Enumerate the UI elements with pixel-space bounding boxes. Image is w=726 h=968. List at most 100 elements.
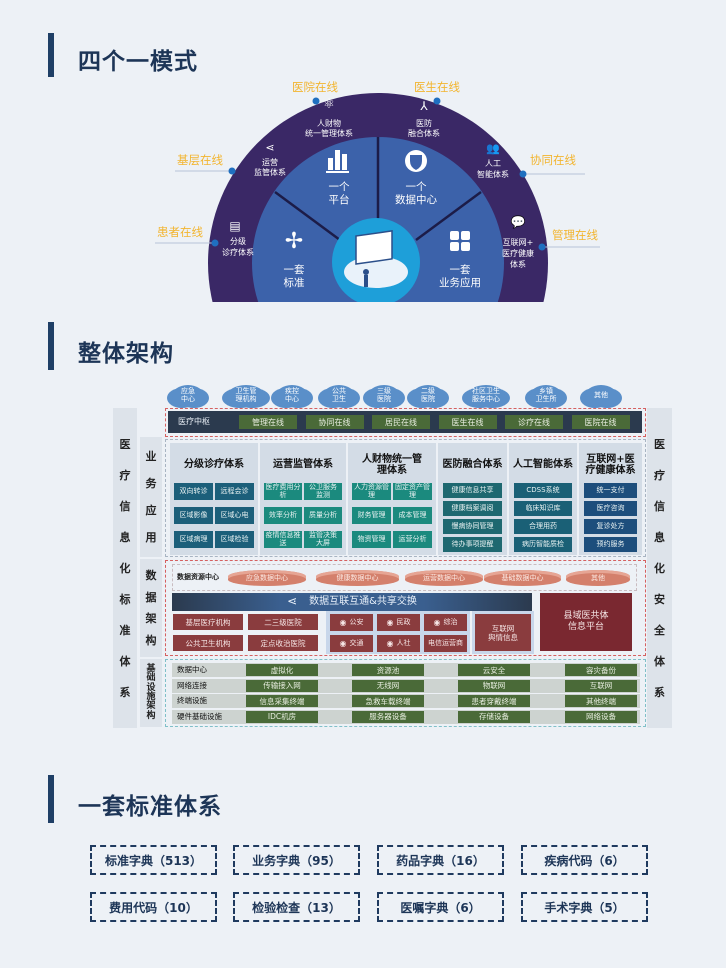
business-item: 区域病理 — [174, 531, 213, 548]
infra-item: 无线网 — [352, 679, 424, 692]
inner-item-label: 一套 — [450, 263, 471, 276]
column-char: 医 — [119, 437, 131, 451]
business-item: 医疗费用分 析 — [264, 482, 302, 500]
institution-box: 公共卫生机构 — [173, 635, 243, 651]
outer-item-label: 运营 — [262, 157, 278, 167]
infra-item: 急救车载终端 — [352, 695, 424, 707]
infra-item: IDC机房 — [246, 710, 318, 723]
business-item: 效率分析 — [264, 507, 302, 524]
business-item: 人力资源管 理 — [352, 482, 391, 500]
section-bar — [48, 322, 54, 370]
column-char: 系 — [119, 686, 131, 700]
governance-icon: ◉ — [433, 617, 441, 627]
mode-diagram: 医院在线 医生在线 基层在线 协同在线 患者在线 管理在线 ⚛ 人财物 统一管理… — [155, 80, 600, 302]
infra-item: 网络设备 — [565, 710, 637, 723]
security-system-column: 医疗信息化安全体系 — [647, 408, 672, 728]
standard-dictionary-item: 医嘱字典（6） — [377, 892, 504, 922]
outer-item-label: 人工 — [485, 159, 501, 168]
layer-char: 施 — [146, 692, 156, 703]
business-item: 物资管理 — [352, 531, 391, 548]
hub-item: 诊疗在线 — [505, 415, 563, 429]
agency-label: 人社 — [396, 639, 411, 648]
infra-border — [165, 659, 646, 727]
infra-item: 容灾备份 — [565, 664, 637, 676]
business-item: 慢病协同管理 — [443, 519, 502, 534]
business-item: 远程会诊 — [215, 483, 254, 500]
business-item: 成本管理 — [393, 507, 432, 524]
divider — [274, 190, 341, 242]
hands-icon: ◉ — [386, 638, 394, 648]
cloud-8: 乡镇 卫生所 — [530, 385, 562, 407]
business-item: 统一支付 — [584, 483, 637, 498]
outer-item-label: 人财物 — [317, 118, 341, 128]
section-bar — [48, 775, 54, 823]
agency-label: 电信运营商 — [428, 639, 463, 648]
chat-user-icon: 💬 — [511, 215, 526, 229]
column-char: 息 — [654, 530, 665, 544]
column-char: 系 — [654, 686, 665, 700]
cloud-6: 二级 医院 — [412, 385, 444, 407]
layer-char: 基 — [146, 664, 156, 675]
business-item: 临床知识库 — [514, 501, 572, 516]
infra-item: 其他终端 — [565, 695, 637, 707]
inner-item-label: 数据中心 — [395, 193, 437, 206]
bar-chart-icon — [326, 150, 349, 173]
share-icon: ⋖ — [265, 141, 274, 154]
cloud-1: 应急 中心 — [172, 385, 204, 407]
civil-affairs-icon: ◉ — [386, 617, 394, 627]
business-column-title: 分级诊疗体系 — [184, 459, 244, 471]
layer-label-infra: 基础设施架构 — [140, 659, 162, 727]
cloud-7: 社区卫生 服务中心 — [467, 385, 505, 407]
inner-item-label: 一个 — [406, 181, 427, 193]
business-item: 监管决策 大屏 — [304, 531, 342, 548]
column-char: 信 — [654, 499, 665, 513]
inner-item-label: 业务应用 — [439, 276, 481, 289]
section-title-architecture: 整体架构 — [78, 341, 174, 367]
online-label: 基层在线 — [177, 153, 223, 167]
outer-item-label: 医疗健康 — [502, 248, 534, 258]
people-icon: 👥 — [486, 142, 500, 155]
infra-row-label: 硬件基础设施 — [177, 711, 222, 721]
outer-item-label: 医防 — [416, 118, 432, 128]
outer-item-label: 融合体系 — [408, 128, 440, 138]
layer-char: 务 — [145, 477, 157, 490]
online-label: 医院在线 — [292, 80, 338, 94]
database-cylinder: 健康数据中心 — [316, 570, 399, 586]
business-column-title: 运营监管体系 — [273, 459, 333, 471]
layer-char: 数 — [145, 569, 157, 583]
column-char: 疗 — [654, 468, 665, 482]
infra-item: 服务器设备 — [352, 710, 424, 723]
section-bar — [48, 33, 54, 77]
layer-char: 构 — [146, 710, 156, 721]
resource-row — [172, 564, 637, 591]
infra-item: 云安全 — [458, 664, 530, 676]
business-item: 疫情信息推 送 — [264, 530, 302, 548]
column-char: 准 — [119, 624, 131, 638]
agency-label: 交通 — [349, 639, 364, 648]
business-item: 区域检验 — [215, 531, 254, 548]
connector-lines — [155, 170, 600, 248]
section-title-mode: 四个一模式 — [78, 49, 198, 75]
layer-char: 应 — [145, 504, 157, 517]
cloud-2: 卫生管 理机构 — [227, 385, 265, 407]
column-char: 安 — [654, 593, 665, 607]
standard-dictionary-item: 标准字典（513） — [90, 845, 217, 875]
outer-item-label: 体系 — [510, 259, 526, 269]
branch-icon: ⅄ — [419, 99, 428, 113]
hub-item: 医院在线 — [571, 415, 630, 429]
connector-dots — [211, 97, 546, 251]
business-item: 质量分析 — [304, 507, 342, 524]
infra-row: 终端设施信息采集终端急救车载终端患者穿戴终端其他终端 — [172, 694, 640, 708]
column-char: 体 — [119, 655, 131, 669]
business-column: 分级诊疗体系双向转诊远程会诊区域影像区域心电区域病理区域检验 — [170, 443, 258, 555]
hub-item: 协同在线 — [305, 415, 364, 429]
business-item: 待办事项提醒 — [443, 537, 502, 552]
online-label: 管理在线 — [552, 228, 598, 242]
layer-char: 设 — [146, 682, 156, 693]
business-item: CDSS系统 — [514, 483, 572, 498]
agency-label: 公安 — [349, 618, 364, 627]
cloud-3: 疾控 中心 — [276, 385, 308, 407]
agency-box: ◉民政 — [377, 614, 420, 631]
inner-item-label: 标准 — [284, 277, 305, 289]
